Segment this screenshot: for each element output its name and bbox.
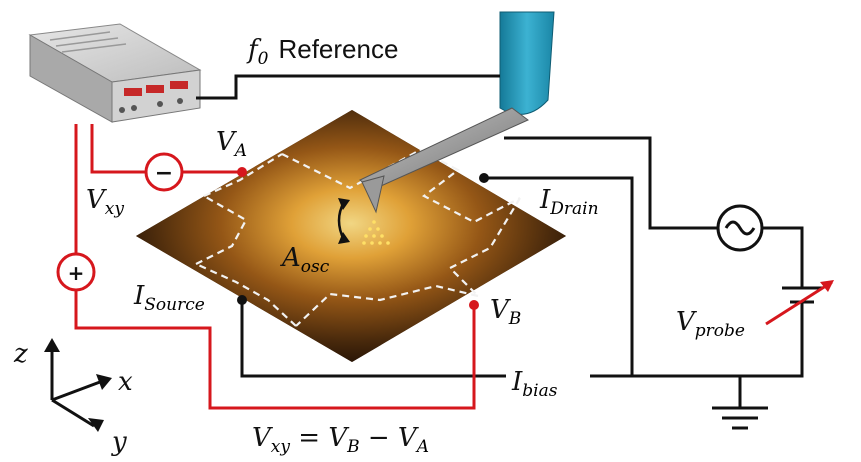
equation-label: Vxy = VB − VA bbox=[252, 423, 429, 457]
red-wires bbox=[74, 124, 476, 410]
svg-text:+: + bbox=[68, 261, 85, 285]
axis-z-label: z bbox=[13, 339, 28, 369]
vb-label: VB bbox=[490, 295, 521, 329]
i-source-label: ISource bbox=[133, 281, 205, 315]
plus-meter-icon: + bbox=[56, 252, 96, 292]
axes-icon bbox=[44, 338, 112, 432]
ac-source-icon bbox=[716, 204, 764, 252]
ground-icon bbox=[712, 406, 768, 430]
lock-in-amplifier-icon bbox=[28, 23, 202, 123]
afm-probe bbox=[337, 11, 555, 245]
axis-x-label: x bbox=[118, 367, 133, 397]
svg-text:−: − bbox=[155, 161, 173, 186]
vxy-label: Vxy bbox=[86, 185, 124, 219]
sample-cross bbox=[136, 110, 566, 362]
minus-meter-icon: − bbox=[144, 152, 184, 192]
black-wires bbox=[196, 74, 804, 408]
va-label: VA bbox=[216, 127, 247, 161]
i-bias-label: Ibias bbox=[511, 367, 558, 401]
variable-battery-icon bbox=[765, 280, 834, 326]
v-probe-label: Vprobe bbox=[676, 307, 745, 341]
i-drain-label: IDrain bbox=[539, 185, 599, 219]
axis-y-label: y bbox=[111, 427, 127, 457]
a-osc-label: Aosc bbox=[280, 243, 330, 277]
